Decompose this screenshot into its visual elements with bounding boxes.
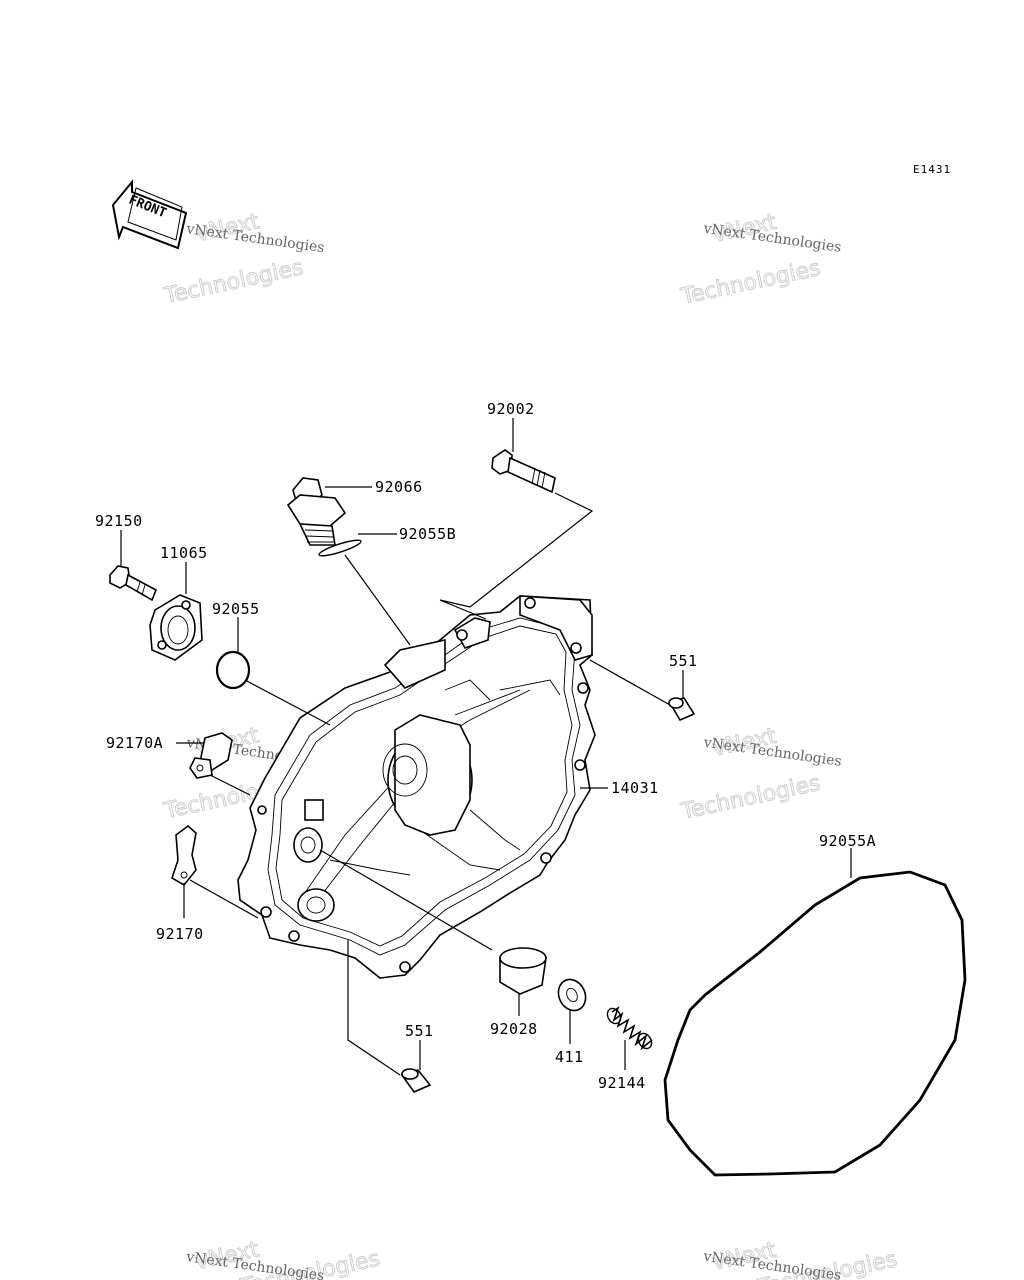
clamp-92170A (176, 732, 251, 796)
svg-text:Technologies: Technologies (161, 255, 305, 309)
label-92170: 92170 (156, 925, 204, 943)
label-14031: 14031 (611, 779, 659, 797)
clutch-cover-14031 (237, 595, 596, 979)
label-92055B: 92055B (399, 525, 456, 543)
oring-92055 (215, 617, 331, 726)
spring-92144 (606, 1006, 653, 1070)
cover-plate-11065 (149, 562, 203, 661)
watermark-bottom-left: vNext Technologies vNext Technologies (184, 1237, 382, 1280)
label-551-bottom: 551 (405, 1022, 434, 1040)
label-92066: 92066 (375, 478, 423, 496)
svg-text:Technologies: Technologies (678, 256, 822, 310)
watermark-top-left: vNext Technologies vNext Technologies (161, 209, 326, 310)
plug-92066 (286, 477, 372, 546)
label-92002: 92002 (487, 400, 535, 418)
watermark-mid-right: vNext Technologies vNext Technologies (678, 723, 843, 825)
bushing-92028 (319, 849, 547, 1016)
label-11065: 11065 (160, 544, 208, 562)
dowel-pin-551-bottom (400, 1040, 432, 1093)
watermark-top-right: vNext Technologies vNext Technologies (678, 209, 843, 310)
label-92055: 92055 (212, 600, 260, 618)
label-92144: 92144 (598, 1074, 646, 1092)
watermark-bottom-right: vNext Technologies vNext Technologies (701, 1237, 899, 1280)
bolt-92150 (109, 530, 158, 602)
front-arrow-indicator: FRONT (111, 179, 188, 250)
clamp-92170 (171, 824, 259, 919)
oring-92055B (318, 533, 411, 646)
label-411: 411 (555, 1048, 584, 1066)
label-92055A: 92055A (819, 832, 876, 850)
washer-411 (557, 978, 587, 1044)
leader-551-bottom (347, 940, 401, 1076)
label-551-top: 551 (669, 652, 698, 670)
dowel-pin-551-top (589, 659, 696, 722)
gasket-92055A (663, 848, 967, 1177)
svg-text:Technologies: Technologies (678, 771, 822, 825)
leader-92002-cover (439, 492, 594, 620)
bolt-92002 (491, 418, 556, 494)
label-92028: 92028 (490, 1020, 538, 1038)
label-92170A: 92170A (106, 734, 163, 752)
diagram-code: E1431 (913, 163, 951, 176)
label-92150: 92150 (95, 512, 143, 530)
